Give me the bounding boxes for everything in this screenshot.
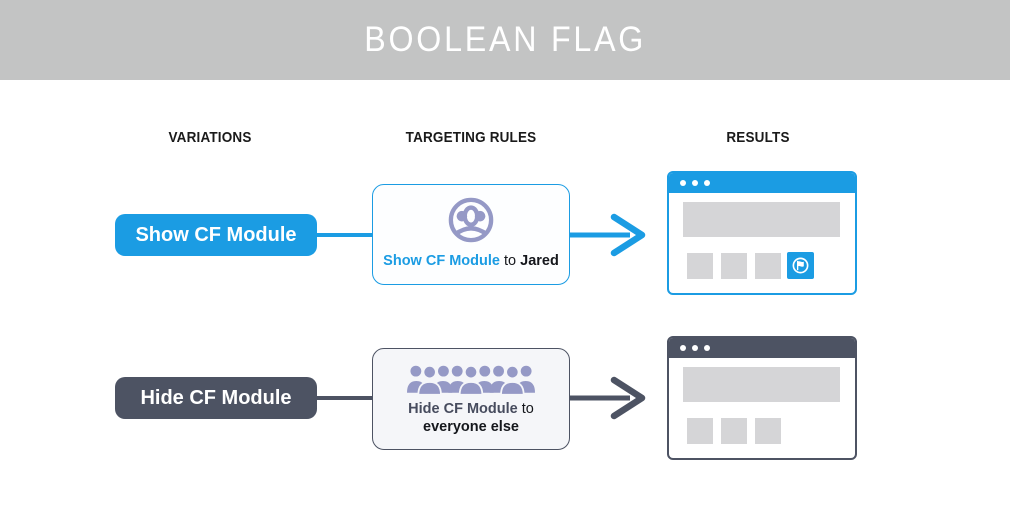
content-placeholder-banner — [683, 202, 840, 237]
cf-module-tile[interactable] — [787, 252, 814, 279]
content-placeholder-square — [687, 253, 713, 279]
rule-flag-label: Hide CF Module — [408, 401, 518, 417]
flag-circle-icon — [792, 257, 809, 274]
browser-window-hide-result — [667, 336, 857, 460]
page-title: BOOLEAN FLAG — [364, 20, 646, 59]
rule-connector-word: to — [521, 401, 534, 417]
crowd-icon — [407, 365, 535, 396]
connector-line-hide — [316, 396, 373, 400]
rule-target-label: Jared — [520, 253, 559, 269]
targeting-rule-text-hide: Hide CF Module to everyone else — [373, 400, 569, 436]
rule-flag-label: Show CF Module — [383, 253, 500, 269]
content-placeholder-banner — [683, 367, 840, 402]
content-placeholder-square — [687, 418, 713, 444]
targeting-rule-text-show: Show CF Module to Jared — [373, 252, 569, 270]
browser-titlebar — [668, 172, 855, 193]
column-header-results: RESULTS — [726, 129, 790, 146]
window-dot-icon — [691, 179, 698, 186]
targeting-rule-card-hide: Hide CF Module to everyone else — [372, 348, 570, 450]
variation-button-hide-cf-module[interactable]: Hide CF Module — [115, 377, 317, 419]
arrow-right-icon — [570, 213, 646, 257]
column-header-targeting-rules: TARGETING RULES — [405, 129, 537, 146]
window-dot-icon — [691, 344, 698, 351]
window-dot-icon — [703, 179, 710, 186]
connector-line-show — [316, 233, 373, 237]
window-dot-icon — [703, 344, 710, 351]
content-placeholder-square — [755, 253, 781, 279]
variation-button-show-cf-module[interactable]: Show CF Module — [115, 214, 317, 256]
content-placeholder-square — [721, 418, 747, 444]
window-dot-icon — [679, 179, 686, 186]
window-dot-icon — [679, 344, 686, 351]
targeting-rule-card-show: Show CF Module to Jared — [372, 184, 570, 285]
content-placeholder-square — [721, 253, 747, 279]
rule-target-label: everyone else — [423, 419, 519, 435]
header-banner: BOOLEAN FLAG — [0, 0, 1010, 80]
browser-titlebar — [668, 337, 855, 358]
browser-window-show-result — [667, 171, 857, 295]
content-placeholder-square — [755, 418, 781, 444]
user-circle-icon — [448, 197, 494, 243]
column-header-variations: VARIATIONS — [168, 129, 252, 146]
rule-connector-word: to — [504, 253, 517, 269]
arrow-right-icon — [570, 376, 646, 420]
